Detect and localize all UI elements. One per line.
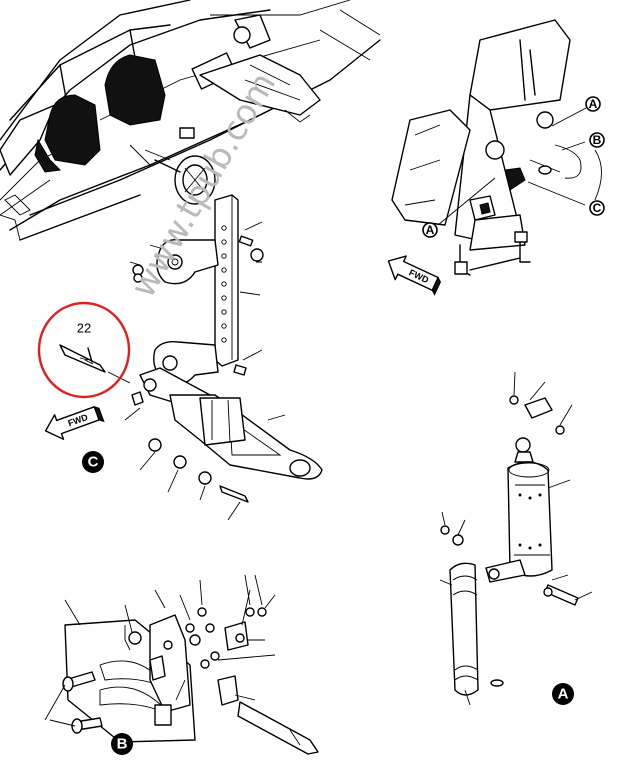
detail-a-marker-top: A (585, 96, 601, 112)
detail-a-marker: A (552, 683, 574, 705)
callout-circle (37, 301, 131, 399)
cylinder-dots (518, 493, 542, 550)
detail-b-marker-top: B (589, 132, 605, 148)
detail-a-label: A (558, 686, 569, 703)
helicopter-cockpit-view (0, 0, 381, 241)
detail-a-label-left: A (426, 223, 435, 237)
detail-a-strut (439, 371, 593, 706)
seat-assembly-view (391, 19, 602, 276)
detail-a-label-top: A (589, 97, 598, 111)
callout-22: 22 (37, 301, 131, 399)
detail-c-marker: C (82, 451, 104, 473)
detail-c-label-top: C (593, 201, 602, 215)
detail-b-linkage (44, 574, 319, 755)
detail-c-label: C (88, 454, 99, 471)
detail-b-marker: B (111, 733, 133, 755)
detail-c-marker-top: C (589, 200, 605, 216)
rail-holes (221, 225, 227, 343)
detail-a-marker-left: A (422, 222, 438, 238)
pedal-adjust-assembly (59, 194, 323, 521)
fwd-arrow-right: FWD (387, 255, 442, 296)
callout-number: 22 (77, 321, 91, 336)
detail-b-label-top: B (593, 133, 602, 147)
detail-b-label: B (117, 736, 128, 753)
fwd-arrow-left: FWD (44, 406, 105, 440)
